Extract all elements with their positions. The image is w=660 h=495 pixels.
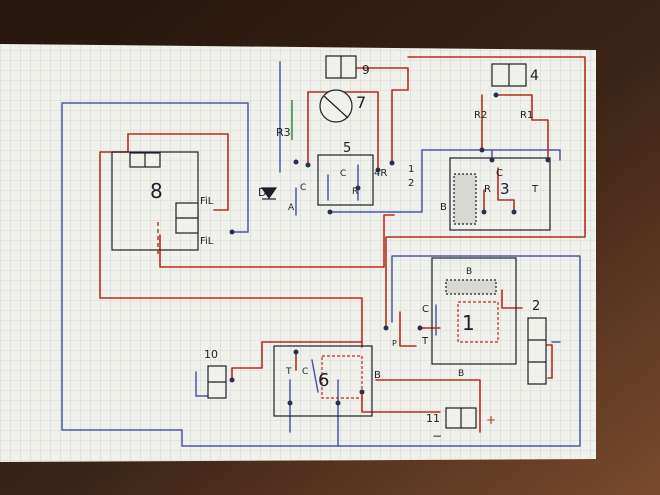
label-relay5-2: 2 <box>408 178 414 189</box>
label-num-2: 2 <box>532 299 540 314</box>
label-relay1-b-bottom: B <box>458 369 464 379</box>
label-relay9-c: C <box>302 367 308 377</box>
label-relay3-r: R <box>484 184 491 195</box>
relay-3-shaded-area <box>453 173 477 225</box>
label-fil-top: FiL <box>200 196 214 207</box>
label-num-5: 5 <box>343 141 351 156</box>
connector-2 <box>527 317 547 385</box>
label-plus: + <box>486 413 496 427</box>
label-r1: R1 <box>520 110 533 121</box>
red-wires <box>99 56 586 433</box>
label-minus: − <box>432 429 442 443</box>
label-num-4: 4 <box>530 68 539 84</box>
relay-3-body <box>449 157 551 231</box>
label-relay5-4r: 4R <box>374 168 387 179</box>
label-relay1-t: T <box>421 336 429 347</box>
label-relay5-r: R <box>352 187 358 197</box>
label-num-1: 1 <box>462 311 475 335</box>
relay-9-dashed-coil <box>321 355 363 399</box>
label-relay9-t: T <box>285 367 292 377</box>
relay-8-body <box>111 151 199 251</box>
label-num-3: 3 <box>500 180 510 198</box>
relay-1-body <box>431 257 517 365</box>
label-relay1-b-top: B <box>466 267 472 277</box>
label-c-left: C <box>300 183 306 193</box>
label-num-10: 10 <box>204 348 218 361</box>
relay-9-body <box>273 345 373 417</box>
label-num-9-top: 9 <box>362 63 370 77</box>
label-num-11: 11 <box>426 412 440 425</box>
label-relay3-b: B <box>440 202 447 213</box>
label-num-7: 7 <box>356 93 366 112</box>
label-a-left: A <box>288 203 295 213</box>
label-relay1-p: P <box>392 339 397 348</box>
blue-wires <box>61 61 581 447</box>
diode-symbol <box>260 187 278 200</box>
label-num-8-big: 8 <box>150 179 163 203</box>
label-relay1-c: C <box>422 304 429 315</box>
label-relay9-b: B <box>374 370 381 381</box>
terminal-dots <box>229 92 551 406</box>
label-d: D <box>258 186 266 199</box>
graph-paper-sheet <box>0 44 596 462</box>
relay-5-body <box>317 154 374 206</box>
label-relay5-c: C <box>340 169 346 179</box>
label-relay3-t: T <box>531 184 539 195</box>
label-r3: R3 <box>276 126 291 139</box>
relay-1-dashed-coil <box>457 301 499 343</box>
relay-1-shaded-strip <box>445 279 497 295</box>
label-fil-bottom: FiL <box>200 236 214 247</box>
label-relay3-c: C <box>496 168 503 179</box>
label-relay5-1: 1 <box>408 164 414 175</box>
label-num-6: 6 <box>318 370 329 391</box>
label-r2: R2 <box>474 110 487 121</box>
